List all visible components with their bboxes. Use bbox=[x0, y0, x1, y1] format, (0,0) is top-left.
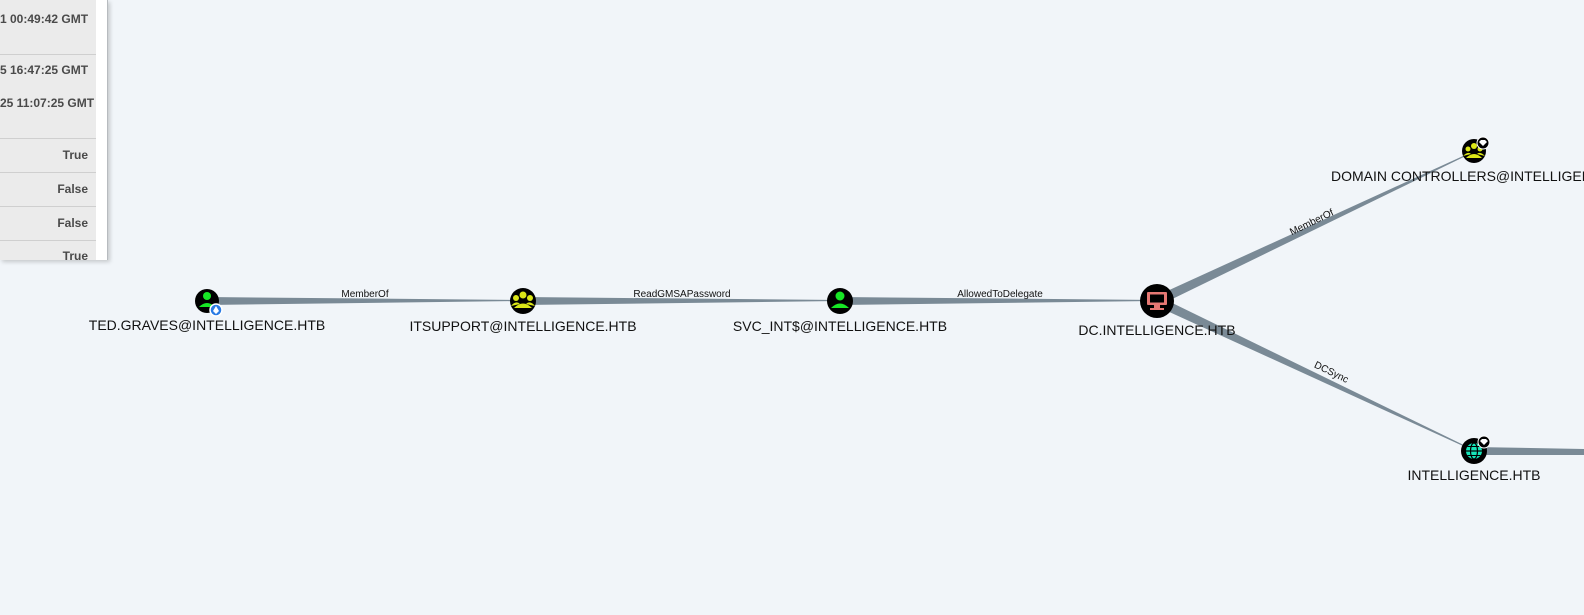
property-value: 25 11:07:25 GMT bbox=[0, 96, 95, 110]
property-value: False bbox=[0, 206, 96, 230]
property-value: 5 16:47:25 GMT bbox=[0, 54, 96, 77]
node-svc-int[interactable]: SVC_INT$@INTELLIGENCE.HTB bbox=[733, 288, 947, 334]
edge-readgmsapassword-itsupport-svcint[interactable] bbox=[523, 297, 840, 305]
node-ted-graves[interactable]: TED.GRAVES@INTELLIGENCE.HTB bbox=[89, 289, 325, 333]
edge-allowedtodelegate-svcint-dc[interactable] bbox=[840, 297, 1157, 305]
node-label: ITSUPPORT@INTELLIGENCE.HTB bbox=[409, 318, 636, 334]
edge-dcsync-dc-domain[interactable] bbox=[1154, 297, 1474, 451]
edge-label-memberof-1: MemberOf bbox=[341, 289, 388, 300]
high-value-badge-icon bbox=[1476, 136, 1490, 150]
node-label: DOMAIN CONTROLLERS@INTELLIGEN bbox=[1331, 168, 1584, 184]
node-properties-panel: 1 00:49:42 GMT 5 16:47:25 GMT 25 11:07:2… bbox=[0, 0, 108, 260]
property-value: 1 00:49:42 GMT bbox=[0, 12, 89, 26]
node-label: SVC_INT$@INTELLIGENCE.HTB bbox=[733, 318, 947, 334]
node-label: DC.INTELLIGENCE.HTB bbox=[1078, 322, 1235, 338]
edge-memberof-ted-itsupport[interactable] bbox=[207, 297, 523, 305]
node-label: INTELLIGENCE.HTB bbox=[1407, 467, 1540, 483]
node-domain-controllers[interactable]: DOMAIN CONTROLLERS@INTELLIGEN bbox=[1331, 136, 1584, 184]
property-value: True bbox=[0, 240, 96, 260]
edge-label-allowedtodelegate: AllowedToDelegate bbox=[957, 289, 1043, 300]
edge-offscreen-domain[interactable] bbox=[1474, 447, 1584, 455]
edges bbox=[207, 151, 1584, 455]
edge-label-readgmsapassword: ReadGMSAPassword bbox=[633, 289, 730, 300]
high-value-badge-icon bbox=[1477, 435, 1491, 449]
group-icon bbox=[1463, 143, 1485, 158]
node-itsupport[interactable]: ITSUPPORT@INTELLIGENCE.HTB bbox=[409, 288, 637, 334]
computer-icon bbox=[1147, 292, 1167, 310]
owned-badge-icon bbox=[209, 303, 223, 317]
property-value: False bbox=[0, 172, 96, 196]
panel-scrollbar[interactable] bbox=[107, 0, 108, 260]
node-label: TED.GRAVES@INTELLIGENCE.HTB bbox=[89, 317, 325, 333]
properties-table: 1 00:49:42 GMT 5 16:47:25 GMT 25 11:07:2… bbox=[0, 0, 96, 260]
node-dc[interactable]: DC.INTELLIGENCE.HTB bbox=[1078, 284, 1236, 338]
group-icon bbox=[511, 291, 535, 308]
node-intelligence-htb-domain[interactable]: INTELLIGENCE.HTB bbox=[1407, 435, 1541, 483]
property-value: True bbox=[0, 138, 96, 162]
globe-icon bbox=[1466, 442, 1482, 460]
user-icon bbox=[831, 291, 849, 308]
edge-memberof-dc-domaincontrollers[interactable] bbox=[1154, 151, 1474, 305]
